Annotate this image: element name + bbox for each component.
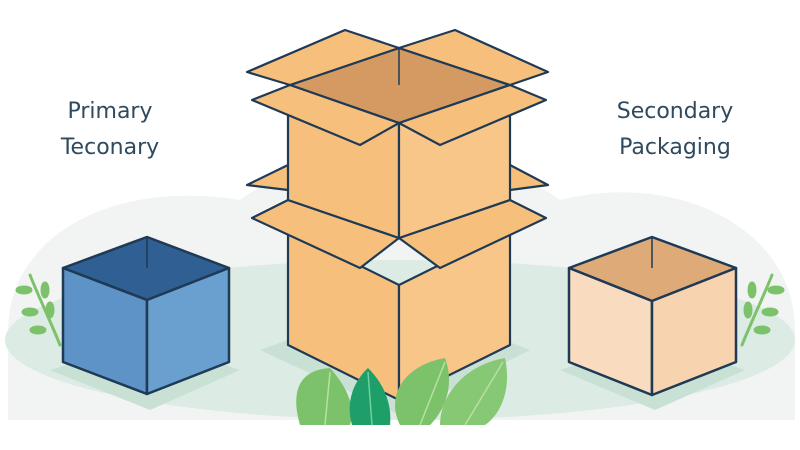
stacked-cardboard-boxes <box>245 28 550 402</box>
secondary-label: Secondary Packaging <box>590 94 760 166</box>
primary-label-line1: Primary <box>67 99 153 124</box>
secondary-box <box>567 235 738 397</box>
secondary-label-line2: Packaging <box>619 135 731 160</box>
primary-label: Primary Teconary <box>40 94 180 166</box>
sprig-left-icon <box>15 273 62 347</box>
primary-label-line2: Teconary <box>60 135 160 160</box>
sprig-right-icon <box>740 273 785 347</box>
primary-box <box>61 235 231 396</box>
secondary-label-line1: Secondary <box>616 99 734 124</box>
leaves-icon <box>296 358 508 426</box>
